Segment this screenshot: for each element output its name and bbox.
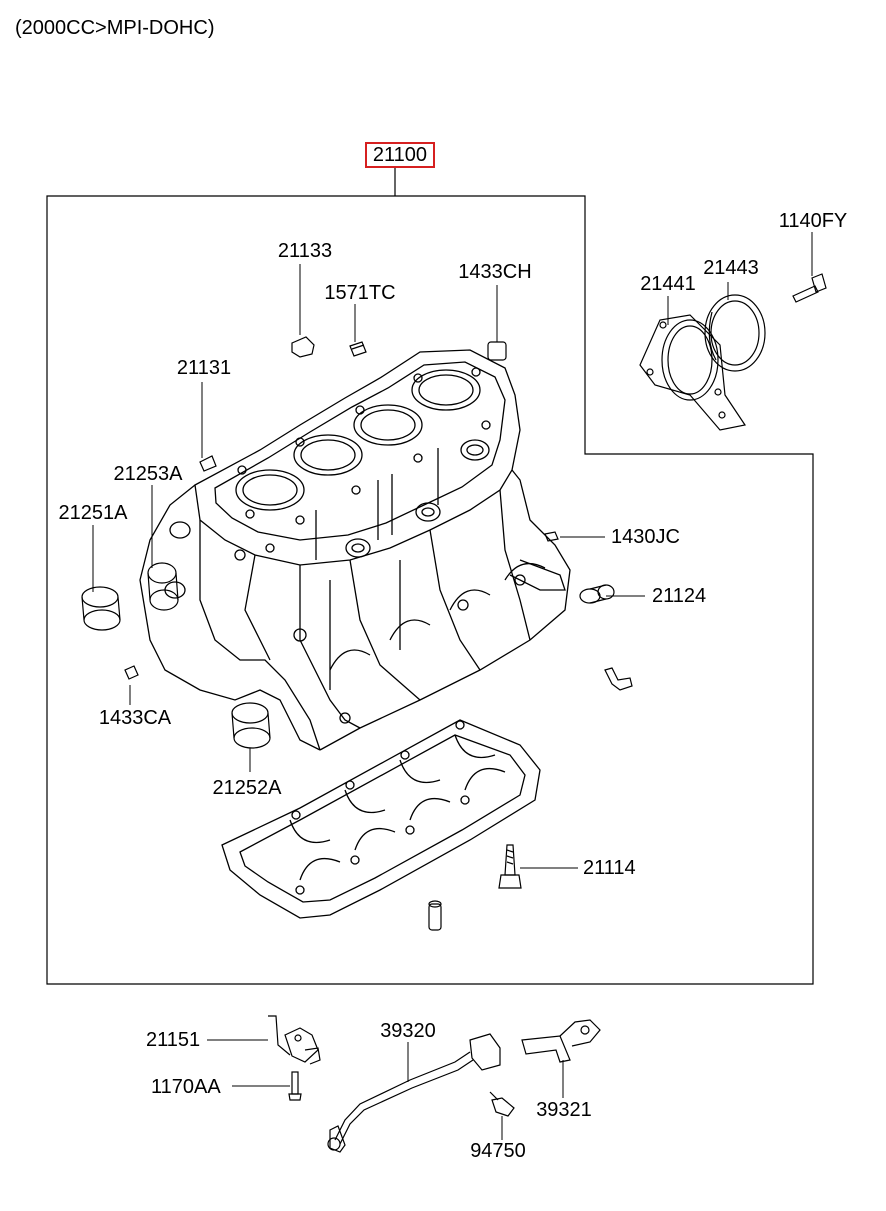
bearing-cap-ladder xyxy=(221,719,541,919)
bolt-94750 xyxy=(489,1091,515,1117)
assembly-boundary xyxy=(46,168,814,985)
part-label-21151[interactable]: 21151 xyxy=(146,1029,201,1051)
bush-21252a xyxy=(231,702,271,749)
part-label-21253a[interactable]: 21253A xyxy=(113,463,183,485)
dowel-1433ca xyxy=(124,665,139,680)
engine-spec-heading: (2000CC>MPI-DOHC) xyxy=(15,17,215,39)
part-label-21443[interactable]: 21443 xyxy=(703,257,759,279)
part-label-1170aa[interactable]: 1170AA xyxy=(151,1076,221,1098)
bolt-1170aa xyxy=(288,1071,302,1101)
bracket-39321 xyxy=(521,1019,601,1063)
part-label-94750[interactable]: 94750 xyxy=(470,1140,526,1162)
plug-1571tc xyxy=(349,341,367,357)
assembly-main-part-number[interactable]: 21100 xyxy=(365,142,435,168)
bush-21253a xyxy=(147,562,179,611)
part-label-1140fy[interactable]: 1140FY xyxy=(778,210,848,232)
part-label-1430jc[interactable]: 1430JC xyxy=(611,526,680,548)
part-label-21131[interactable]: 21131 xyxy=(176,357,232,379)
dowel-lower xyxy=(428,900,442,931)
oil-seal-21443 xyxy=(704,294,766,372)
part-label-21441[interactable]: 21441 xyxy=(640,273,696,295)
pin-1430jc xyxy=(544,531,559,542)
leader-lines xyxy=(92,232,813,1140)
sensor-cable-39320 xyxy=(327,1033,501,1153)
part-label-39320[interactable]: 39320 xyxy=(380,1020,436,1042)
part-label-1433ca[interactable]: 1433CA xyxy=(98,707,172,729)
bracket-21151 xyxy=(268,1015,321,1065)
part-label-39321[interactable]: 39321 xyxy=(536,1099,592,1121)
part-label-21124[interactable]: 21124 xyxy=(652,585,707,607)
sleeve-21124 xyxy=(579,584,615,604)
part-label-21114[interactable]: 21114 xyxy=(583,857,636,879)
part-label-1571tc[interactable]: 1571TC xyxy=(324,282,396,304)
plug-21133 xyxy=(291,336,315,358)
bolt-1140fy xyxy=(792,273,827,303)
plug-21131 xyxy=(199,455,217,472)
part-label-21133[interactable]: 21133 xyxy=(277,240,333,262)
seal-housing-21441 xyxy=(639,314,746,431)
bolt-misc xyxy=(604,667,633,691)
part-label-21252a[interactable]: 21252A xyxy=(212,777,282,799)
cylinder-block-illustration xyxy=(139,349,571,751)
part-label-1433ch[interactable]: 1433CH xyxy=(458,261,532,283)
bolt-21114 xyxy=(498,844,522,889)
dowel-1433ch xyxy=(487,341,507,361)
part-label-21251a[interactable]: 21251A xyxy=(58,502,128,524)
bush-21251a xyxy=(81,586,121,631)
